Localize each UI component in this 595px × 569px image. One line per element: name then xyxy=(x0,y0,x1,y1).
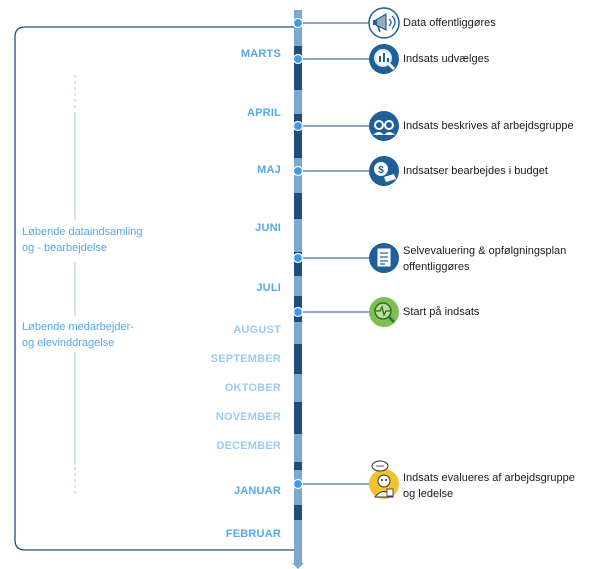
heartbeat-magnifier-icon xyxy=(369,297,399,327)
month-label-oktober: OKTOBER xyxy=(224,382,281,394)
evaluator-person-icon xyxy=(369,460,399,499)
side-note-data-collection: Løbende dataindsamling og - bearbejdelse xyxy=(22,224,142,256)
axis-segment xyxy=(294,434,302,462)
event-label-line2: offentliggøres xyxy=(403,261,470,273)
side-note-staff-involvement-line2: og elevinddragelse xyxy=(22,337,115,349)
event-label-line1: Data offentliggøres xyxy=(403,17,496,29)
event-marker xyxy=(292,478,304,490)
month-label-juni: JUNI xyxy=(255,222,281,234)
month-label-maj: MAJ xyxy=(257,164,281,176)
side-note-staff-involvement: Løbende medarbejder- og elevinddragelse xyxy=(22,319,134,351)
event-label-line1: Selvevaluering & opfølgningsplan xyxy=(403,245,567,257)
event-marker xyxy=(292,252,304,264)
month-label-februar: FEBRUAR xyxy=(225,528,281,540)
axis-segment xyxy=(294,322,302,344)
month-label-september: SEPTEMBER xyxy=(210,353,281,365)
megaphone-icon xyxy=(368,7,400,39)
axis-segment xyxy=(294,46,302,90)
event-connectors xyxy=(292,17,370,490)
axis-arrow-head xyxy=(292,563,304,569)
month-label-december: DECEMBER xyxy=(216,440,281,452)
side-note-data-collection-line1: Løbende dataindsamling xyxy=(22,226,143,238)
event-label-line1: Indsats evalueres af arbejdsgruppe xyxy=(403,472,575,484)
event-label-line1: Start på indsats xyxy=(403,306,480,318)
month-label-august: AUGUST xyxy=(233,324,281,336)
event-label-1: Data offentliggøres xyxy=(403,15,496,31)
month-label-november: NOVEMBER xyxy=(215,411,281,423)
event-icons: $ xyxy=(368,7,400,499)
event-marker xyxy=(292,306,304,318)
event-label-line1: Indsats beskrives af arbejdsgruppe xyxy=(403,120,574,132)
event-marker xyxy=(292,120,304,132)
axis-segment xyxy=(294,520,302,563)
event-label-line1: Indsatser bearbejdes i budget xyxy=(403,165,548,177)
month-label-juli: JULI xyxy=(256,282,281,294)
money-bag-icon: $ xyxy=(369,156,399,186)
event-label-5: Selvevaluering & opfølgningsplan offentli… xyxy=(403,243,566,275)
month-label-marts: MARTS xyxy=(240,48,281,60)
document-icon xyxy=(369,243,399,273)
axis-segment xyxy=(294,193,302,219)
axis-segment xyxy=(294,276,302,296)
event-marker xyxy=(292,53,304,65)
axis-segment xyxy=(294,462,302,470)
axis-segment xyxy=(294,114,302,158)
year-bracket xyxy=(14,26,298,551)
event-label-2: Indsats udvælges xyxy=(403,51,489,67)
side-note-data-collection-line2: og - bearbejdelse xyxy=(22,242,108,254)
event-label-7: Indsats evalueres af arbejdsgruppe og led… xyxy=(403,470,575,502)
chart-magnifier-icon xyxy=(369,44,399,74)
axis-segment xyxy=(294,505,302,520)
side-note-staff-involvement-line1: Løbende medarbejder- xyxy=(22,321,134,333)
axis-segment xyxy=(294,26,302,46)
people-discussion-icon xyxy=(369,111,399,141)
event-marker xyxy=(292,165,304,177)
axis-segment xyxy=(294,374,302,402)
event-label-line1: Indsats udvælges xyxy=(403,53,490,65)
axis-segment xyxy=(294,252,302,276)
event-label-6: Start på indsats xyxy=(403,304,479,320)
event-label-line2: og ledelse xyxy=(403,488,454,500)
axis-segment xyxy=(294,402,302,434)
axis-segment xyxy=(294,90,302,114)
event-marker xyxy=(292,17,304,29)
month-label-april: APRIL xyxy=(247,107,281,119)
month-label-januar: JANUAR xyxy=(233,485,281,497)
axis-segment xyxy=(294,344,302,374)
event-label-4: Indsatser bearbejdes i budget xyxy=(403,163,548,179)
svg-text:$: $ xyxy=(378,165,384,176)
event-label-3: Indsats beskrives af arbejdsgruppe xyxy=(403,118,574,134)
axis-segment xyxy=(294,219,302,252)
